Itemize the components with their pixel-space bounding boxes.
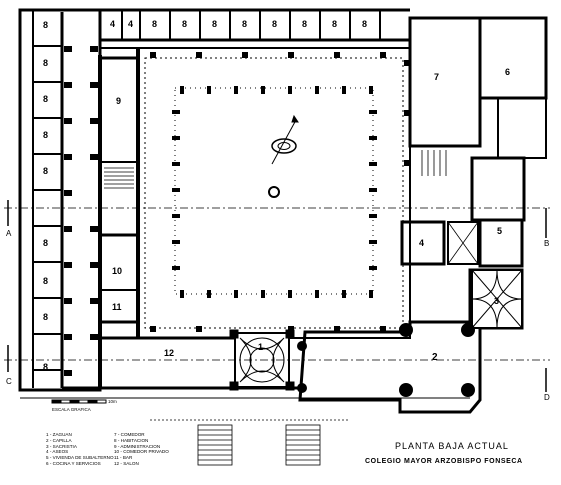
legend-item: 9 - ADMINISTRACION [114, 443, 161, 449]
legend-item: 3 - SACRISTIA [46, 443, 77, 449]
room-label-7: 7 [434, 72, 439, 82]
room-label-2: 2 [432, 352, 438, 363]
room-label-3: 3 [494, 296, 499, 306]
scale-label: ESCALA GRAFICA [52, 407, 91, 412]
legend-item: 12 - SALON [114, 460, 139, 466]
room-label-10: 10 [112, 266, 122, 276]
room-label-12: 12 [164, 348, 174, 358]
room-label-left-8b: 8 [43, 58, 48, 68]
room-label-left-8d: 8 [43, 130, 48, 140]
gallery-piers [150, 52, 410, 332]
legend-column-2: 7 - COMEDOR 8 - HABITACION 9 - ADMINISTR… [114, 432, 169, 467]
plan-title: PLANTA BAJA ACTUAL [395, 441, 509, 451]
legend-column-1: 1 - ZAGUAN 2 - CAPILLA 3 - SACRISTIA 4 -… [46, 432, 114, 467]
scale-end-label: 10m [108, 399, 117, 404]
legend-item: 10 - COMEDOR PRIVADO [114, 449, 169, 455]
legend: 1 - ZAGUAN 2 - CAPILLA 3 - SACRISTIA 4 -… [46, 432, 346, 476]
legend-item: 6 - COCINA Y SERVICIOS [46, 460, 101, 466]
legend-item: 1 - ZAGUAN [46, 432, 72, 437]
room-label-11: 11 [112, 302, 122, 312]
legend-item: 2 - CAPILLA [46, 437, 72, 443]
room-label-top-8f: 8 [302, 19, 307, 29]
room-label-left-8a: 8 [43, 20, 48, 30]
section-lines [4, 200, 550, 392]
room-label-top-8h: 8 [362, 19, 367, 29]
room-label-top-4a: 4 [110, 19, 115, 29]
courtyard [144, 52, 410, 332]
room-label-top-8d: 8 [242, 19, 247, 29]
room-label-1: 1 [258, 342, 263, 352]
chapel-piers [297, 323, 475, 397]
room-label-left-8e: 8 [43, 166, 48, 176]
legend-item: 4 - ASEOS [46, 449, 69, 455]
room-label-top-8g: 8 [332, 19, 337, 29]
room-label-left-8g: 8 [43, 276, 48, 286]
legend-item: 5 - VIVIENDA DE SUBALTERNO [46, 455, 114, 461]
courtyard-well-icon [268, 186, 280, 198]
north-arrow-icon [271, 114, 299, 165]
scale-bar [51, 399, 107, 404]
room-label-left-8h: 8 [43, 312, 48, 322]
courtyard-columns [172, 86, 377, 298]
room-label-top-8a: 8 [152, 19, 157, 29]
room-label-4: 4 [419, 238, 424, 248]
left-corridor-piers [64, 46, 98, 376]
room-label-top-8e: 8 [272, 19, 277, 29]
room-label-6: 6 [505, 67, 510, 77]
section-a-label: A [6, 229, 12, 238]
legend-item: 8 - HABITACION [114, 437, 149, 443]
section-b-label: B [544, 239, 549, 248]
sacristia-vault [471, 269, 523, 329]
room-label-5: 5 [497, 226, 502, 236]
entry-steps [150, 419, 350, 466]
section-c-label: C [6, 377, 12, 386]
section-d-label: D [544, 393, 550, 402]
room-label-9: 9 [116, 96, 121, 106]
room-label-left-8f: 8 [43, 238, 48, 248]
room-label-top-4b: 4 [128, 19, 133, 29]
room-label-left-8i: 8 [43, 362, 48, 372]
plan-subtitle: COLEGIO MAYOR ARZOBISPO FONSECA [365, 458, 523, 465]
room-labels: 1 2 3 4 5 6 7 9 10 11 12 4 4 8 8 8 8 8 8… [43, 19, 510, 372]
legend-item: 7 - COMEDOR [114, 432, 145, 437]
interior-walls [100, 56, 479, 340]
room-label-left-8c: 8 [43, 94, 48, 104]
left-wing-rooms [33, 45, 62, 371]
legend-item: 11 - BAR [114, 455, 133, 461]
top-wing-rooms [121, 10, 381, 40]
room-label-top-8c: 8 [212, 19, 217, 29]
room-label-top-8b: 8 [182, 19, 187, 29]
